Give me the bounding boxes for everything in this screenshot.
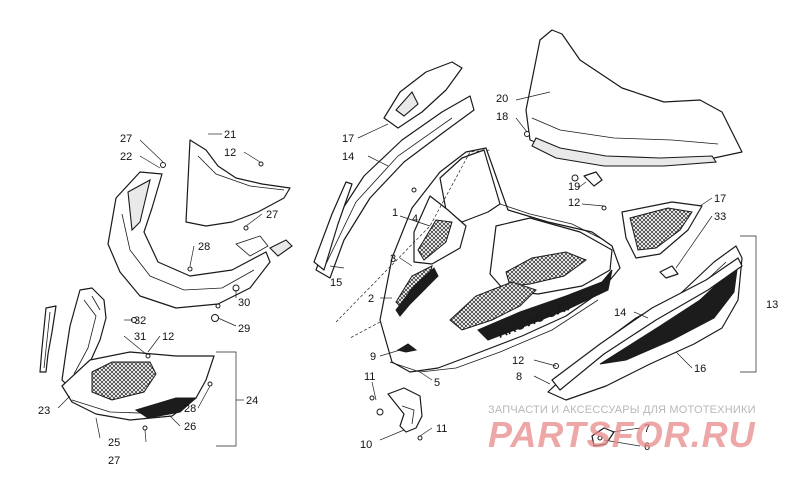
callout-7: 7 (644, 423, 650, 435)
clip-part-7 (591, 427, 615, 447)
callout-23: 23 (38, 405, 50, 417)
side-trim-part-14 (315, 95, 475, 279)
callout-29: 29 (238, 323, 250, 335)
callout-14: 14 (342, 151, 354, 163)
callout-1: 1 (392, 207, 398, 219)
leader-lines (57, 91, 757, 447)
callout-12: 12 (568, 197, 580, 209)
callout-14: 14 (614, 307, 626, 319)
lower-strip-part-15 (313, 181, 353, 271)
callout-27: 27 (108, 455, 120, 467)
callout-15: 15 (330, 277, 342, 289)
hood-center-mesh (449, 281, 537, 331)
callout-21: 21 (224, 129, 236, 141)
callout-11: 11 (364, 371, 375, 383)
bracket-part-19 (583, 171, 603, 187)
callout-33: 33 (714, 211, 726, 223)
callout-31: 31 (134, 331, 146, 343)
callout-25: 25 (108, 437, 120, 449)
callout-30: 30 (238, 297, 250, 309)
callout-9: 9 (370, 351, 376, 363)
callout-27: 27 (266, 209, 278, 221)
callout-3: 3 (390, 253, 396, 265)
callout-2: 2 (368, 293, 374, 305)
callout-5: 5 (434, 377, 440, 389)
watermark-tagline: ЗАПЧАСТИ И АКСЕССУАРЫ ДЛЯ МОТОТЕХНИКИ (488, 404, 756, 416)
hood-emblem-part-9 (396, 343, 418, 353)
callout-24: 24 (246, 395, 258, 407)
callout-28: 28 (184, 403, 196, 415)
windshield-part-20 (525, 29, 743, 161)
hood-mesh-part-4 (417, 219, 453, 261)
callout-20: 20 (496, 93, 508, 105)
callout-labels: 27 22 21 12 27 28 30 29 32 31 12 23 24 2… (38, 93, 778, 467)
callout-12: 12 (512, 355, 524, 367)
clip-part-33 (659, 265, 679, 279)
callout-17: 17 (342, 133, 354, 145)
right-headlight-mesh (629, 207, 693, 251)
right-side-panel-dark-stripe (599, 260, 739, 365)
callout-11: 11 (436, 423, 447, 435)
callout-17: 17 (714, 193, 726, 205)
hood-decal (477, 269, 613, 341)
callout-6: 6 (644, 441, 650, 453)
center-hood-assembly: ARCTIC CAT (313, 29, 743, 447)
watermark-logo: PARTSFOR.RU (488, 414, 756, 455)
mounting-bracket-part-10 (387, 387, 423, 433)
lower-nose-mesh (91, 361, 157, 401)
callout-18: 18 (496, 111, 508, 123)
callout-32: 32 (134, 315, 146, 327)
upper-shroud-part-21 (185, 139, 291, 227)
left-hood-assembly (39, 139, 293, 431)
right-trim-strip-part-14 (551, 257, 743, 391)
callout-27: 27 (120, 133, 132, 145)
callout-8: 8 (516, 371, 522, 383)
callout-10: 10 (360, 439, 372, 451)
callout-19: 19 (568, 181, 580, 193)
callout-12: 12 (162, 331, 174, 343)
side-strip-part-23 (39, 305, 57, 373)
callout-13: 13 (766, 299, 778, 311)
callout-26: 26 (184, 421, 196, 433)
callout-28: 28 (198, 241, 210, 253)
callout-22: 22 (120, 151, 132, 163)
callout-12: 12 (224, 147, 236, 159)
callout-4: 4 (412, 213, 418, 225)
callout-16: 16 (694, 363, 706, 375)
